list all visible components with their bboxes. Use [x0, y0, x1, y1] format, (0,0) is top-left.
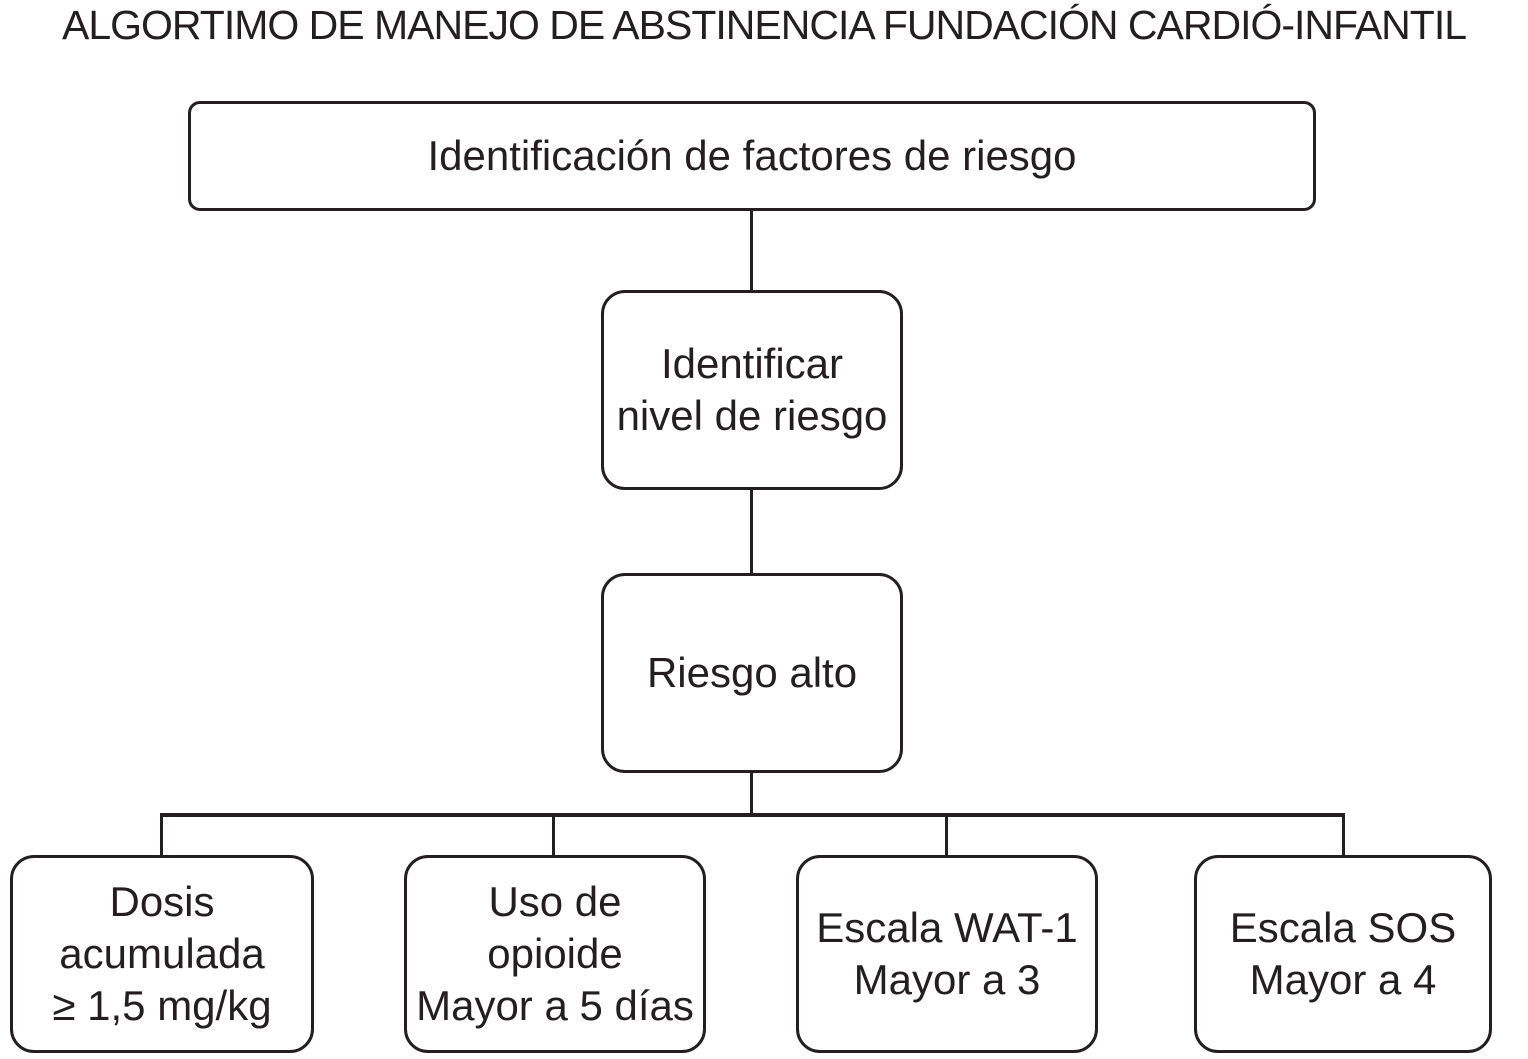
node-sos-scale-label: Escala SOS Mayor a 4 — [1229, 904, 1457, 1003]
diagram-title: ALGORTIMO DE MANEJO DE ABSTINENCIA FUNDA… — [61, 2, 1467, 48]
node-risk-level-label: Identificar nivel de riesgo — [616, 340, 888, 439]
node-wat1-scale-label: Escala WAT-1 Mayor a 3 — [816, 904, 1078, 1003]
node-high-risk-label: Riesgo alto — [646, 649, 858, 696]
connector-branch-to-dose — [160, 813, 163, 857]
connector-branch-to-sos — [1342, 813, 1345, 857]
node-risk-factors-label: Identificación de factores de riesgo — [427, 132, 1077, 179]
connector-branch-to-opioid — [552, 813, 555, 857]
node-risk-level: Identificar nivel de riesgo — [601, 290, 903, 490]
node-cumulative-dose-label: Dosis acumulada ≥ 1,5 mg/kg — [52, 878, 272, 1029]
node-cumulative-dose: Dosis acumulada ≥ 1,5 mg/kg — [10, 855, 314, 1053]
connector-root-to-level — [750, 211, 753, 292]
connector-branch-bar — [160, 813, 1345, 817]
node-risk-factors: Identificación de factores de riesgo — [188, 101, 1316, 211]
node-opioid-use: Uso de opioide Mayor a 5 días — [404, 855, 706, 1053]
node-opioid-use-label: Uso de opioide Mayor a 5 días — [416, 878, 694, 1029]
connector-level-to-high — [750, 489, 753, 575]
connector-branch-to-wat1 — [945, 813, 948, 857]
connector-high-to-branch — [750, 772, 753, 816]
node-wat1-scale: Escala WAT-1 Mayor a 3 — [796, 855, 1098, 1053]
node-sos-scale: Escala SOS Mayor a 4 — [1194, 855, 1492, 1053]
node-high-risk: Riesgo alto — [601, 573, 903, 773]
